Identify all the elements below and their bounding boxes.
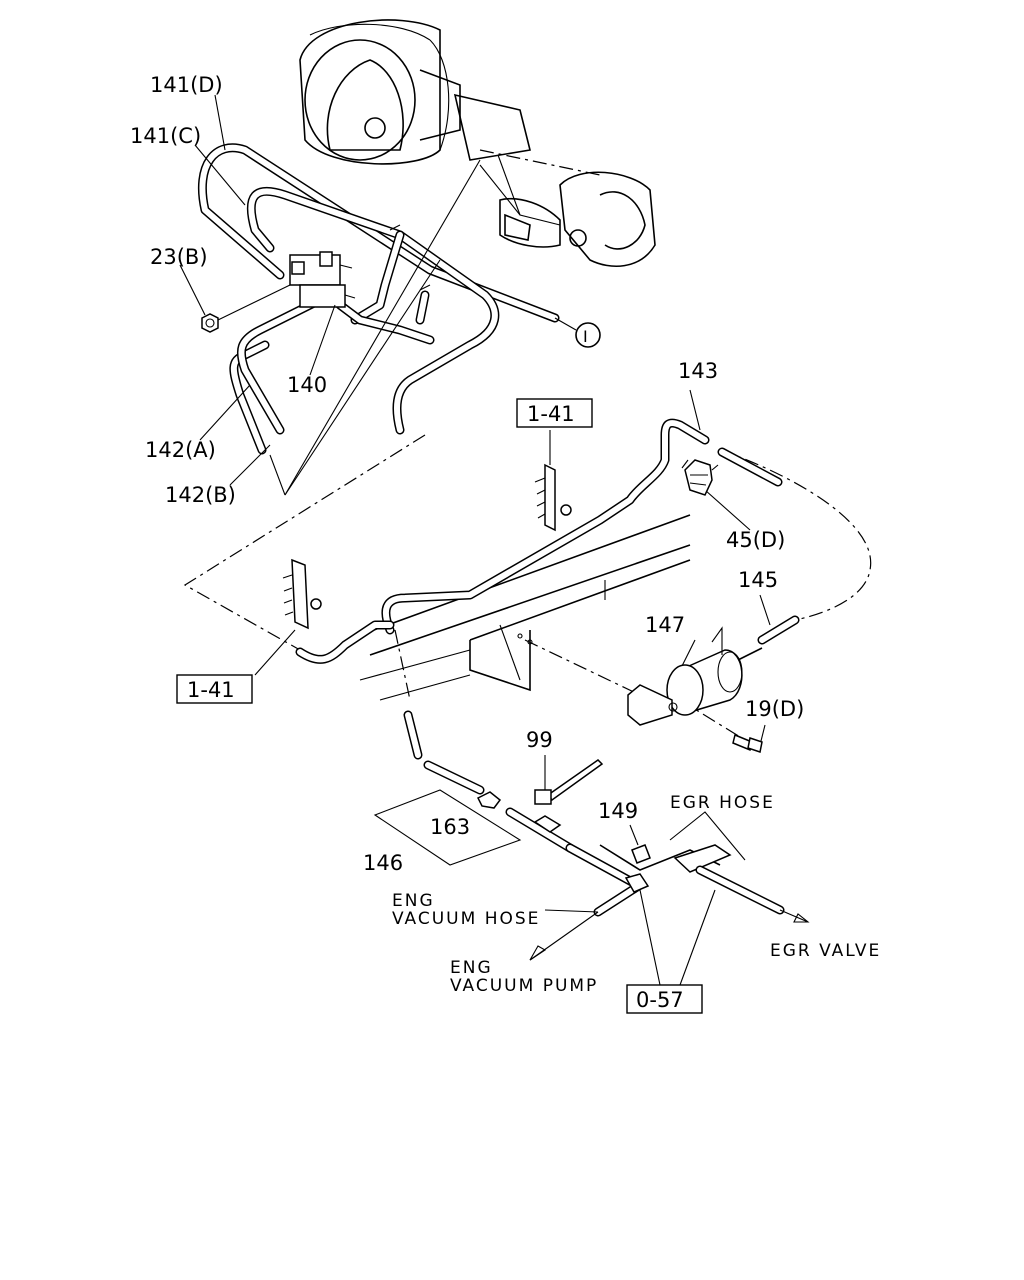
ref-bottom-text: 0-57 <box>636 988 684 1012</box>
ref-box-top <box>516 398 593 428</box>
vacuum-tank-147 <box>627 626 763 726</box>
label-145: 145 <box>738 568 778 592</box>
clip-45d <box>681 459 719 496</box>
upper-vacuum-hoses <box>197 143 560 455</box>
hose-146 <box>505 807 575 853</box>
leader-lines <box>179 94 771 846</box>
label-142a: 142(A) <box>145 438 216 462</box>
label-142b: 142(B) <box>165 483 236 507</box>
label-146: 146 <box>363 851 403 875</box>
label-149: 149 <box>598 799 638 823</box>
ref-top-text: 1-41 <box>527 402 575 426</box>
egr-tee <box>529 843 810 961</box>
circle-marker-text: I <box>583 327 588 346</box>
nut-23b <box>201 284 291 333</box>
part-labels: 141(D) 141(C) 23(B) 140 142(A) 142(B) 14… <box>130 73 881 996</box>
label-141c: 141(C) <box>130 124 201 148</box>
reference-boxes: 1-41 1-41 0-57 <box>176 398 703 1014</box>
label-140: 140 <box>287 373 327 397</box>
circle-marker: I <box>554 317 601 348</box>
label-99: 99 <box>526 728 553 752</box>
cap-149 <box>631 844 651 864</box>
label-egr-hose: EGR HOSE <box>670 793 775 813</box>
group-brackets <box>373 789 746 986</box>
label-147: 147 <box>645 613 685 637</box>
clip-strip-upper <box>534 463 572 532</box>
label-eng-vacuum-hose-line2: VACUUM HOSE <box>392 909 540 929</box>
label-eng-vacuum-pump-line1: ENG <box>450 958 493 978</box>
frame-rail <box>359 514 691 701</box>
solenoid-valve-block <box>289 251 356 308</box>
label-eng-vacuum-pump-line2: VACUUM PUMP <box>450 976 598 996</box>
label-163: 163 <box>430 815 470 839</box>
ref-box-left <box>176 674 253 704</box>
fitting-163 <box>476 791 502 809</box>
clip-strip-lower <box>282 558 322 630</box>
tie-strap-99 <box>534 759 604 805</box>
label-45d: 45(D) <box>726 528 785 552</box>
ref-box-bottom <box>626 984 703 1014</box>
label-egr-valve: EGR VALVE <box>770 941 881 961</box>
ref-left-text: 1-41 <box>187 678 235 702</box>
label-141d: 141(D) <box>150 73 223 97</box>
engine-assembly <box>299 19 656 268</box>
label-23b: 23(B) <box>150 245 208 269</box>
bolt-19d <box>732 733 763 753</box>
label-19d: 19(D) <box>745 697 804 721</box>
lower-vacuum-hose <box>295 418 800 795</box>
label-143: 143 <box>678 359 718 383</box>
label-eng-vacuum-hose-line1: ENG <box>392 891 435 911</box>
